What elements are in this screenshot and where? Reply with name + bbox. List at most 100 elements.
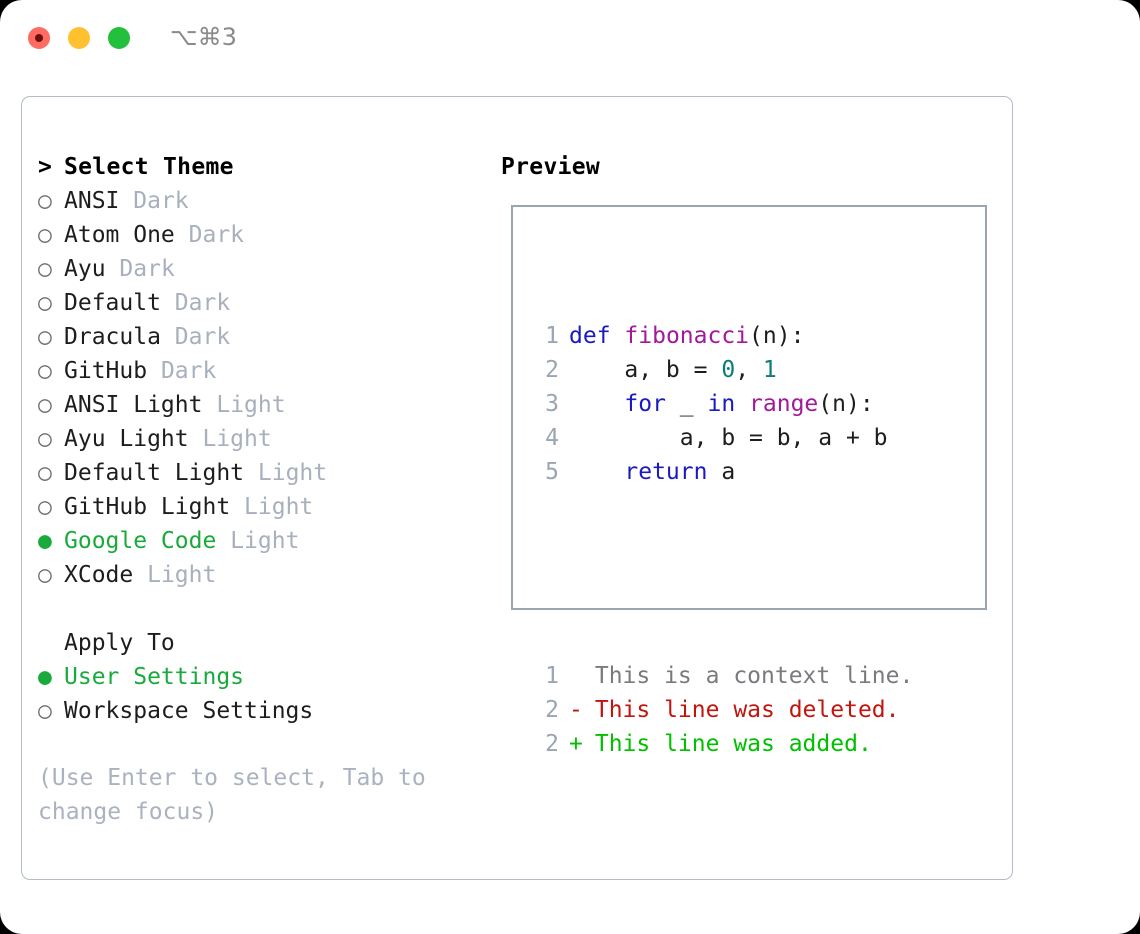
radio-unselected-icon[interactable]: ○ [38, 290, 52, 316]
code-line: 5 return a [533, 455, 913, 489]
code-token [569, 459, 624, 485]
code-token: return [624, 459, 708, 485]
code-token: range [749, 391, 819, 417]
theme-name-label: GitHub Light [64, 494, 231, 520]
radio-unselected-icon[interactable]: ○ [38, 188, 52, 214]
code-line: 3 for _ in range(n): [533, 387, 913, 421]
code-token: a [707, 459, 736, 485]
window-shortcut-label: ⌥⌘3 [170, 23, 237, 51]
radio-unselected-icon[interactable]: ○ [38, 426, 52, 452]
radio-unselected-icon[interactable]: ○ [38, 460, 52, 486]
line-number: 2 [545, 697, 559, 723]
theme-variant-label: Light [216, 392, 286, 418]
theme-variant-label: Light [257, 460, 328, 486]
theme-list-item[interactable]: ○Ayu Dark [38, 252, 488, 286]
preview-column: Preview [501, 150, 981, 184]
diff-sign [569, 659, 581, 693]
minimize-button[interactable] [68, 27, 90, 49]
code-token [735, 391, 749, 417]
diff-line: 2- This line was deleted. [533, 693, 913, 727]
label-gap [189, 426, 203, 452]
theme-name-label: GitHub [64, 358, 148, 384]
theme-list-item[interactable]: ○Atom One Dark [38, 218, 488, 252]
title-bar: ⌥⌘3 [0, 0, 1140, 76]
keyboard-hint: (Use Enter to select, Tab to change focu… [38, 765, 426, 825]
theme-name-label: Ayu [64, 256, 106, 282]
theme-list-item[interactable]: ○ Dracula Dark [38, 320, 488, 354]
apply-to-label: User Settings [64, 664, 245, 690]
code-token: , [735, 357, 763, 383]
diff-text: This line was deleted. [581, 697, 900, 723]
theme-name-label: Dracula [64, 324, 161, 350]
label-gap [119, 188, 133, 214]
diff-text: This is a context line. [581, 663, 914, 689]
theme-variant-label: Dark [174, 324, 231, 350]
code-token [611, 323, 625, 349]
apply-to-item[interactable]: ○ Workspace Settings [38, 694, 488, 728]
apply-to-list: ● User Settings ○ Workspace Settings [38, 660, 488, 728]
radio-unselected-icon[interactable]: ○ [38, 392, 52, 418]
code-token: a, b = [569, 357, 722, 383]
theme-picker-panel: >Select Theme ○ANSI Dark○Atom One Dark○A… [21, 96, 1013, 880]
theme-list-item[interactable]: ○Default Dark [38, 286, 488, 320]
radio-unselected-icon[interactable]: ○ [38, 324, 52, 350]
theme-list-item[interactable]: ○XCode Light [38, 558, 488, 592]
theme-name-label: Atom One [64, 222, 175, 248]
code-token: in [707, 391, 736, 417]
theme-list-item[interactable]: ○ANSI Light Light [38, 388, 488, 422]
label-gap [133, 562, 147, 588]
theme-name-label: XCode [64, 562, 134, 588]
radio-unselected-icon[interactable]: ○ [38, 698, 52, 724]
radio-selected-icon[interactable]: ● [38, 528, 52, 554]
theme-list-header: >Select Theme [38, 150, 488, 184]
theme-list-header-label: Select Theme [64, 154, 234, 180]
theme-variant-label: Dark [160, 358, 217, 384]
theme-variant-label: Dark [174, 290, 231, 316]
label-gap [202, 392, 216, 418]
radio-unselected-icon[interactable]: ○ [38, 358, 52, 384]
maximize-button[interactable] [108, 27, 130, 49]
label-gap [147, 358, 161, 384]
theme-list-item[interactable]: ●Google Code Light [38, 524, 488, 558]
radio-unselected-icon[interactable]: ○ [38, 562, 52, 588]
code-token: (n): [818, 391, 874, 417]
theme-list-column: >Select Theme ○ANSI Dark○Atom One Dark○A… [38, 150, 488, 728]
theme-variant-label: Light [202, 426, 272, 452]
apply-to-header-label: Apply To [64, 630, 175, 656]
radio-unselected-icon[interactable]: ○ [38, 256, 52, 282]
diff-sign: + [569, 731, 583, 757]
code-token: fibonacci [624, 323, 750, 349]
radio-selected-icon[interactable]: ● [38, 664, 52, 690]
label-gap [216, 528, 230, 554]
theme-variant-label: Dark [133, 188, 189, 214]
close-button[interactable] [28, 27, 50, 49]
line-number: 2 [545, 357, 559, 383]
theme-list-item[interactable]: ○ANSI Dark [38, 184, 488, 218]
theme-list-item[interactable]: ○Ayu Light Light [38, 422, 488, 456]
radio-unselected-icon[interactable]: ○ [38, 494, 52, 520]
code-diff-spacer [533, 557, 913, 591]
line-number: 4 [545, 425, 559, 451]
code-token: (n): [749, 323, 805, 349]
apply-to-item[interactable]: ● User Settings [38, 660, 488, 694]
theme-name-label: Google Code [64, 528, 217, 554]
label-gap [161, 290, 175, 316]
code-token: for [624, 391, 666, 417]
theme-list-item[interactable]: ○ GitHub Dark [38, 354, 488, 388]
theme-list-item[interactable]: ○Default Light Light [38, 456, 488, 490]
label-gap [161, 324, 175, 350]
line-number: 1 [545, 323, 559, 349]
code-token [569, 391, 624, 417]
apply-to-label: Workspace Settings [64, 698, 314, 724]
preview-header: Preview [501, 154, 601, 180]
code-token: 1 [762, 357, 777, 383]
list-spacer [38, 592, 488, 626]
theme-list-item[interactable]: ○GitHub Light Light [38, 490, 488, 524]
diff-sign: - [569, 697, 583, 723]
radio-unselected-icon[interactable]: ○ [38, 222, 52, 248]
label-gap [230, 494, 244, 520]
